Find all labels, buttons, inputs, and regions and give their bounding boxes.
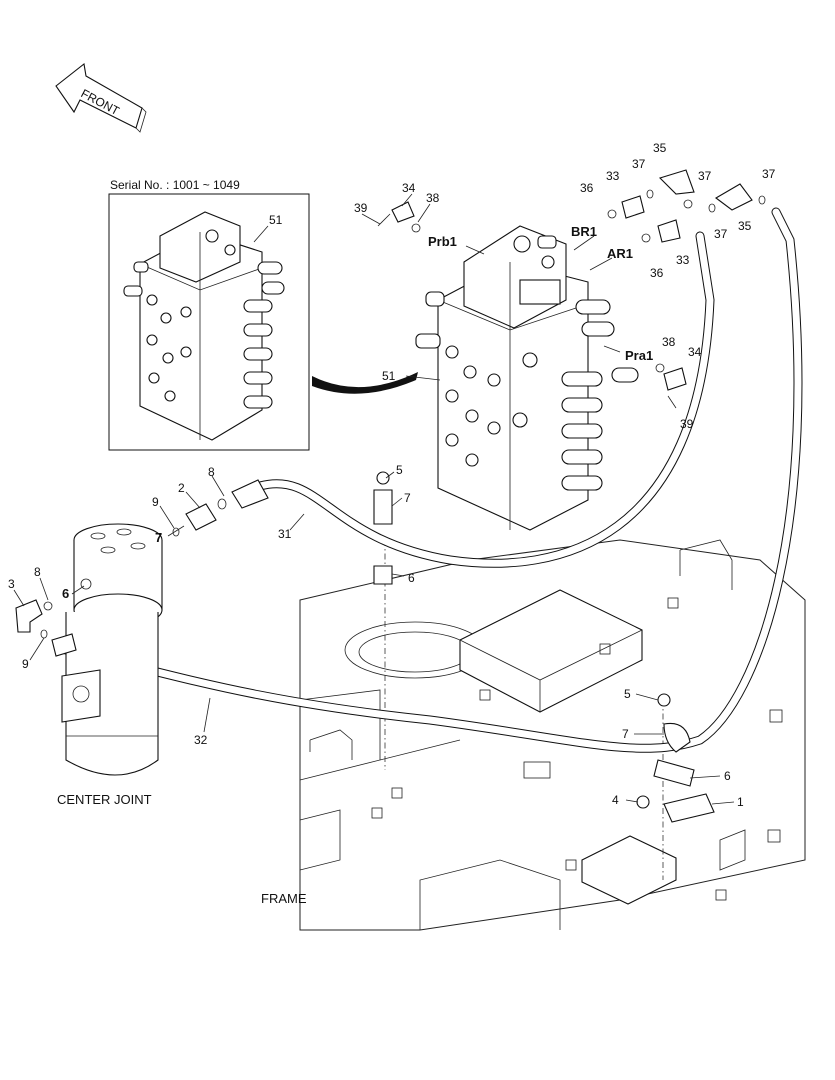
- callout-1: 1: [737, 795, 744, 809]
- callout-32: 32: [194, 733, 208, 747]
- callout-3: 3: [8, 577, 15, 591]
- callout-35: 35: [653, 141, 667, 155]
- serial-number-label: Serial No. : 1001 ~ 1049: [110, 178, 240, 192]
- callout-6: 6: [62, 586, 69, 601]
- frame-caption: FRAME: [261, 891, 307, 906]
- clamps: [373, 471, 715, 823]
- port-label-br1: BR1: [571, 224, 597, 239]
- callout-38: 38: [426, 191, 440, 205]
- callout-34: 34: [688, 345, 702, 359]
- serial-inset-box: Serial No. : 1001 ~ 1049 51: [108, 178, 310, 451]
- port-label-prb1: Prb1: [428, 234, 457, 249]
- callout-39: 39: [680, 417, 694, 431]
- callout-4: 4: [612, 793, 619, 807]
- callout-33: 33: [606, 169, 620, 183]
- center-joint: [61, 523, 163, 776]
- callout-38: 38: [662, 335, 676, 349]
- hose-31: [255, 231, 715, 568]
- main-control-valve: [415, 225, 639, 531]
- callout-6: 6: [724, 769, 731, 783]
- center-joint-caption: CENTER JOINT: [57, 792, 152, 807]
- callout-6: 6: [408, 571, 415, 585]
- inset-pointer-arrow: [312, 372, 418, 394]
- callout-37: 37: [632, 157, 646, 171]
- front-arrow-icon: FRONT: [55, 62, 147, 133]
- callout-7: 7: [622, 727, 629, 741]
- hose-32: [61, 207, 803, 753]
- callout-5: 5: [396, 463, 403, 477]
- callout-9: 9: [22, 657, 29, 671]
- leader-lines: [13, 193, 735, 805]
- callout-33: 33: [676, 253, 690, 267]
- callout-9: 9: [152, 495, 159, 509]
- callout-31: 31: [278, 527, 292, 541]
- callout-37: 37: [698, 169, 712, 183]
- port-label-pra1: Pra1: [625, 348, 653, 363]
- callout-8: 8: [208, 465, 215, 479]
- inset-control-valve: [123, 211, 285, 441]
- callout-39: 39: [354, 201, 368, 215]
- fittings: [15, 169, 766, 657]
- port-label-ar1: AR1: [607, 246, 633, 261]
- callout-51-inset: 51: [269, 213, 283, 227]
- callout-34: 34: [402, 181, 416, 195]
- callout-51: 51: [382, 369, 396, 383]
- callout-36: 36: [580, 181, 594, 195]
- callout-37: 37: [762, 167, 776, 181]
- callout-5: 5: [624, 687, 631, 701]
- callout-36: 36: [650, 266, 664, 280]
- callout-2: 2: [178, 481, 185, 495]
- callout-37: 37: [714, 227, 728, 241]
- callout-7: 7: [155, 530, 162, 545]
- callout-35: 35: [738, 219, 752, 233]
- callout-8: 8: [34, 565, 41, 579]
- callout-7: 7: [404, 491, 411, 505]
